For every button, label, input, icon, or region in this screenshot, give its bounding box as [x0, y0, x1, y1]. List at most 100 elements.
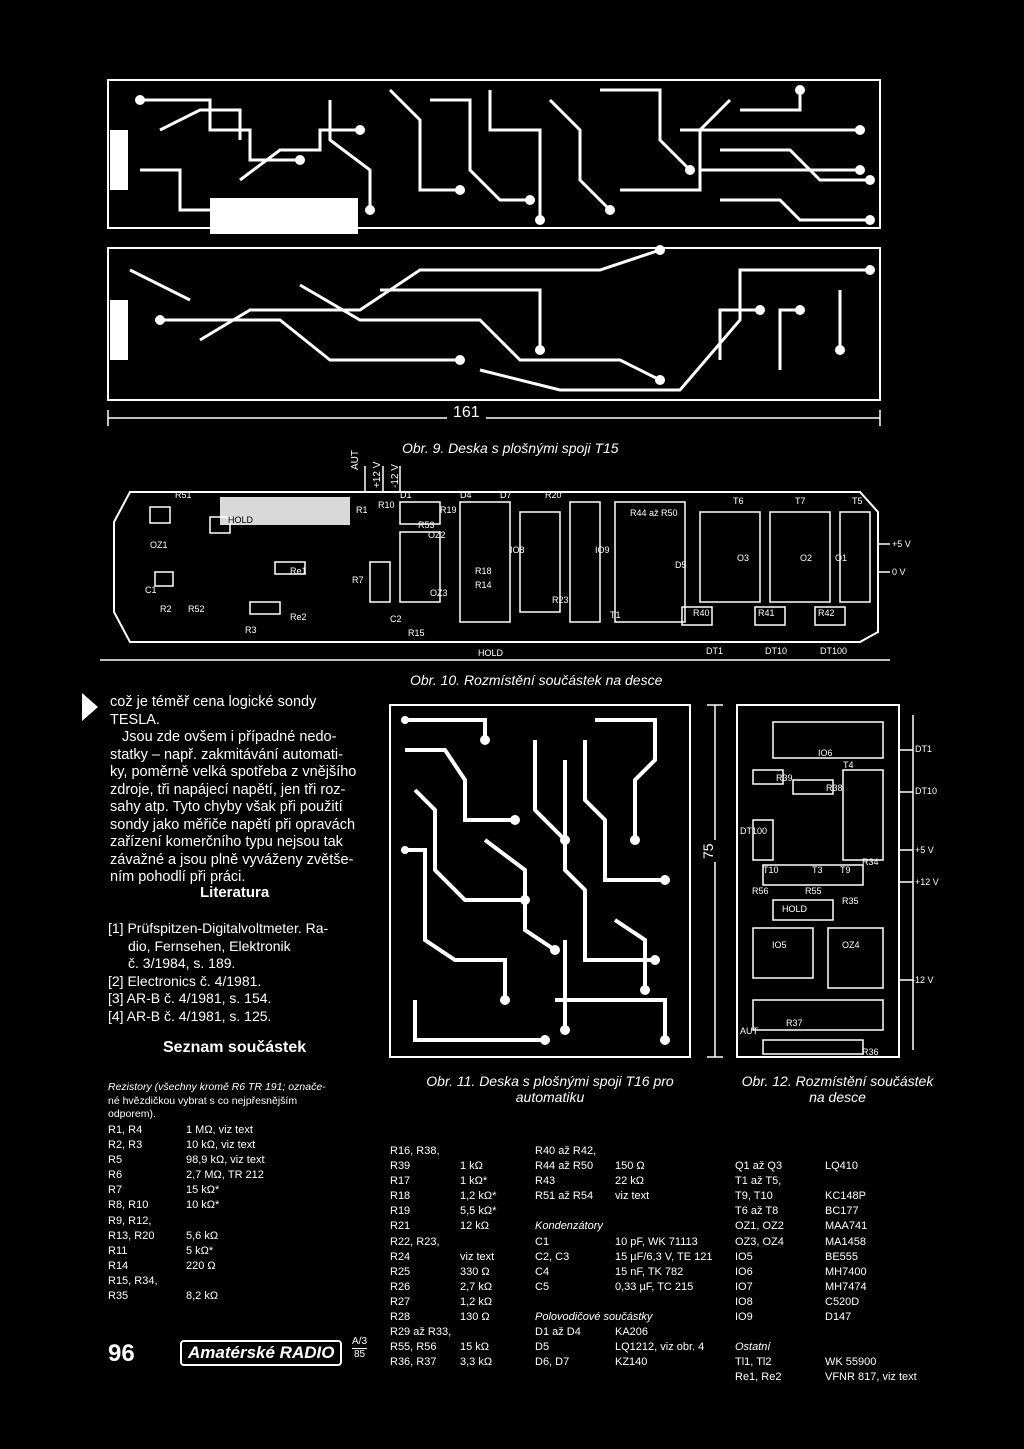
parts-row: R15, R34,: [108, 1274, 378, 1289]
parts-row: R22, R23,: [390, 1235, 520, 1250]
part-designator: R51 až R54: [535, 1190, 594, 1203]
part-value: 22 kΩ: [615, 1175, 645, 1188]
part-value: viz text: [460, 1250, 495, 1263]
label-r14: R14: [475, 580, 492, 590]
label-oz1: OZ1: [150, 540, 168, 550]
part-value: MA1458: [825, 1235, 866, 1248]
part-designator: R19: [390, 1205, 411, 1218]
label-r19: R19: [440, 505, 457, 515]
part-designator: R21: [390, 1220, 411, 1233]
reference-item: [1] Prüfspitzen-Digitalvoltmeter. Ra-: [108, 920, 329, 936]
part-designator: T6 až T8: [735, 1205, 779, 1218]
part-value: 2,7 MΩ, TR 212: [186, 1169, 264, 1182]
part-designator: Re1, Re2: [735, 1371, 782, 1384]
label-o1: O1: [835, 553, 848, 563]
issue-number: A/3 85: [352, 1336, 368, 1360]
literature-heading: Literatura: [200, 884, 270, 901]
label-d4: D4: [460, 490, 472, 500]
label-hold: HOLD: [228, 515, 254, 525]
part-value: 1,2 kΩ*: [460, 1190, 497, 1203]
part-value: 0,33 µF, TC 215: [615, 1280, 694, 1293]
fig11-caption: Obr. 11. Deska s plošnými spoji T16 pro …: [426, 1073, 674, 1105]
part-value: 1 kΩ: [460, 1160, 483, 1173]
reference-item: [4] AR-B č. 4/1981, s. 125.: [108, 1007, 272, 1024]
label-dt1: DT1: [706, 646, 724, 656]
part-value: 2,7 kΩ: [460, 1280, 493, 1293]
part-designator: Q1 až Q3: [735, 1160, 783, 1173]
part-designator: Polovodičové součástky: [535, 1311, 653, 1324]
label-io8: IO8: [510, 545, 525, 555]
label-r1: R1: [356, 505, 368, 515]
parts-row: R18 1,2 kΩ*: [390, 1189, 520, 1204]
part-value: 5,6 kΩ: [186, 1229, 219, 1242]
part-value: LQ1212, viz obr. 4: [615, 1341, 705, 1354]
label-d1: D1: [400, 490, 412, 500]
text-line: zdroje, tři napájecí napětí, jen tři roz…: [110, 781, 346, 798]
label-re2: Re2: [290, 612, 307, 622]
label-r3: R3: [245, 625, 257, 635]
parts-row: R16, R38,: [390, 1144, 520, 1159]
label-dt10-side: DT10: [915, 786, 938, 796]
label-re1: Re1: [290, 566, 307, 576]
part-designator: D5: [535, 1341, 550, 1354]
part-designator: D1 až D4: [535, 1326, 581, 1339]
part-designator: R43: [535, 1175, 556, 1188]
label-r40: R40: [693, 608, 710, 618]
pcb-t15-layout: [100, 466, 890, 661]
part-value: 15 kΩ: [460, 1341, 490, 1354]
part-value: 5 kΩ*: [186, 1244, 214, 1257]
part-designator: R9, R12,: [108, 1214, 152, 1227]
part-value: MH7400: [825, 1265, 867, 1278]
part-designator: R14: [108, 1259, 129, 1272]
label-r41: R41: [758, 608, 775, 618]
label-r34: R34: [862, 857, 879, 867]
magazine-logo: Amatérské RADIO: [180, 1340, 343, 1366]
part-designator: OZ1, OZ2: [735, 1220, 784, 1233]
part-designator: R8, R10: [108, 1199, 149, 1212]
part-designator: R28: [390, 1311, 411, 1324]
part-designator: R18: [390, 1190, 411, 1203]
label-o3: O3: [737, 553, 750, 563]
part-designator: C2, C3: [535, 1250, 570, 1263]
part-value: 15 kΩ*: [186, 1184, 220, 1197]
label-r20: R20: [545, 490, 562, 500]
parts-row: T6 až T8 BC177: [735, 1204, 945, 1219]
reference-item: [3] AR-B č. 4/1981, s. 154.: [108, 990, 272, 1006]
part-designator: T1 až T5,: [735, 1175, 782, 1188]
parts-row: Kondenzátory: [535, 1219, 730, 1234]
parts-row: [735, 1325, 945, 1340]
text-line: Jsou zde ovšem i případné nedo-: [122, 729, 337, 745]
part-designator: R25: [390, 1265, 411, 1278]
bullet-triangle-icon: [82, 693, 98, 721]
label-dt10: DT10: [765, 646, 788, 656]
label-oz4: OZ4: [842, 940, 860, 950]
text-line: sondy jako měřiče napětí při opravách: [110, 816, 356, 833]
label-t9: T9: [840, 865, 851, 875]
label-r2: R2: [160, 604, 172, 614]
part-value: BE555: [825, 1250, 859, 1263]
pcb-t15-artwork: [107, 79, 881, 426]
parts-row: R43 22 kΩ: [535, 1174, 730, 1189]
label-t6: T6: [733, 496, 744, 506]
part-value: BC177: [825, 1205, 859, 1218]
part-designator: R7: [108, 1184, 123, 1197]
label-plus5v: +5 V: [892, 539, 911, 549]
